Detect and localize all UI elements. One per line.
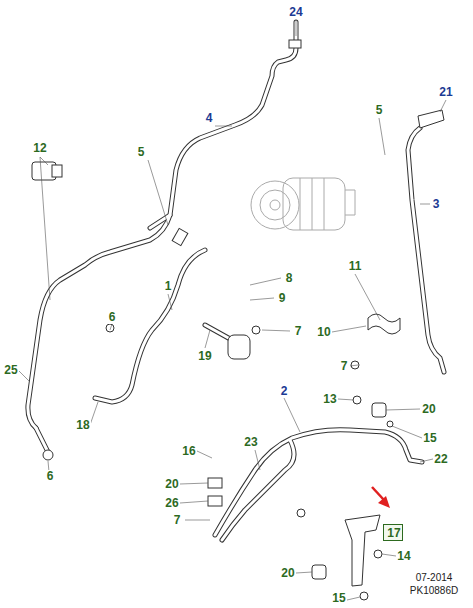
callout-number: 12 bbox=[32, 142, 47, 155]
callout-number: 22 bbox=[433, 453, 448, 466]
callout-number: 5 bbox=[137, 146, 146, 159]
callout-number: 19 bbox=[197, 350, 212, 363]
pointer-arrow bbox=[372, 487, 390, 508]
callout-number: 14 bbox=[396, 550, 411, 563]
callout-number: 4 bbox=[205, 112, 214, 125]
refrigerant-line-core bbox=[28, 22, 444, 540]
callout-number: 20 bbox=[280, 567, 295, 580]
callout-number: 18 bbox=[75, 419, 90, 432]
callout-number: 15 bbox=[422, 432, 437, 445]
drawing-reference: 07-2014 bbox=[415, 572, 454, 584]
callout-number: 6 bbox=[108, 311, 117, 324]
callout-number: 23 bbox=[243, 436, 258, 449]
callout-number: 7 bbox=[340, 360, 349, 373]
drawing-reference: PK10886D bbox=[409, 585, 459, 597]
callout-number: 11 bbox=[348, 260, 363, 273]
callout-number: 24 bbox=[288, 6, 303, 19]
callout-number: 7 bbox=[294, 325, 303, 338]
callout-number: 5 bbox=[375, 104, 384, 117]
callout-number: 10 bbox=[316, 326, 331, 339]
fittings-and-parts bbox=[32, 40, 444, 600]
callout-number: 13 bbox=[322, 393, 337, 406]
callout-number: 6 bbox=[46, 470, 55, 483]
compressor bbox=[251, 178, 355, 230]
callout-number: 17 bbox=[387, 527, 398, 540]
callout-number: 16 bbox=[181, 445, 196, 458]
callout-number: 2 bbox=[280, 385, 289, 398]
callout-number: 21 bbox=[438, 86, 453, 99]
refrigerant-lines bbox=[28, 22, 444, 540]
callout-number: 25 bbox=[3, 364, 18, 377]
callout-number: 20 bbox=[164, 478, 179, 491]
callout-number: 7 bbox=[173, 514, 182, 527]
leader-lines bbox=[18, 20, 446, 600]
callout-number: 26 bbox=[164, 497, 179, 510]
boxed-callout: 17 bbox=[383, 524, 402, 541]
callout-number: 3 bbox=[432, 198, 441, 211]
callout-number: 1 bbox=[164, 280, 173, 293]
callout-number: 20 bbox=[421, 403, 436, 416]
callout-number: 8 bbox=[285, 272, 294, 285]
callout-number: 9 bbox=[278, 292, 287, 305]
callout-number: 15 bbox=[331, 592, 346, 605]
